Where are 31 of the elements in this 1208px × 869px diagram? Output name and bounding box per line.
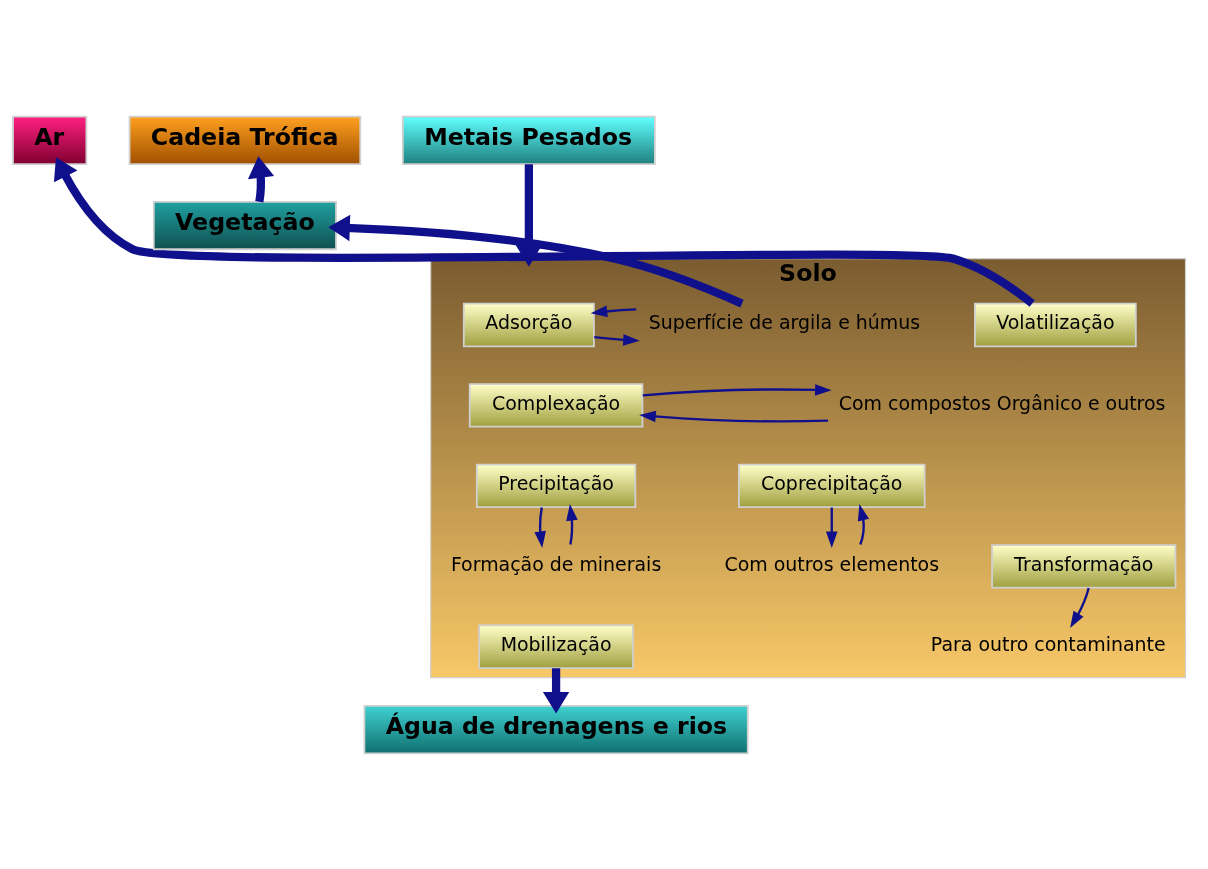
arrow [1070,587,1090,628]
node-text: Com outros elementos [724,552,940,575]
arrow [542,667,570,713]
node-text: Superfície de argila e húmus [648,310,921,333]
node-text: Com compostos Orgânico e outros [838,391,1166,414]
arrow [857,503,870,545]
node-box: Complexação [468,382,644,428]
arrow [590,305,637,317]
node-box: Adsorção [462,302,595,347]
arrow [566,503,578,545]
arrow [639,410,829,423]
node-box: Coprecipitação [738,463,926,508]
arrow [515,163,543,267]
node-box: Água de drenagens e rios [363,704,749,754]
arrow [247,155,275,202]
node-box: Mobilização [478,624,634,669]
node-text: Formação de minerais [450,552,662,575]
arrow [53,156,1035,307]
node-text: Para outro contaminante [930,632,1166,655]
node-box: Cadeia Trófica [128,115,362,165]
arrow [642,383,832,397]
arrow [594,333,640,346]
node-box: Precipitação [475,463,637,508]
node-box: Volatilização [974,302,1137,347]
node-box: Transformação [991,543,1177,588]
arrow [328,214,744,307]
arrow [534,506,546,548]
node-box: Vegetação [152,200,337,250]
node-box: Metais Pesados [401,115,656,165]
node-box: Ar [12,115,88,165]
arrow [825,507,838,548]
